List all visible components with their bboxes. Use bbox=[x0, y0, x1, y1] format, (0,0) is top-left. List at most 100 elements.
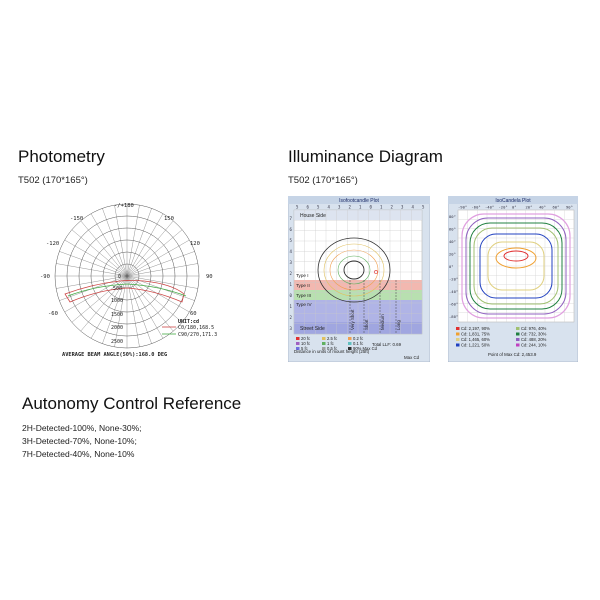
contour-30pct bbox=[469, 222, 563, 310]
legend-swatch bbox=[516, 338, 520, 341]
angle-label-n90: -90 bbox=[40, 274, 50, 280]
legend-label: 0.1 fc bbox=[353, 341, 363, 346]
radial-label-2000: 2000 bbox=[111, 325, 123, 331]
legend-swatch bbox=[296, 342, 300, 345]
isocandela-title: IsoCandela Plot bbox=[495, 198, 531, 204]
top-tick-label: -60° bbox=[472, 205, 481, 210]
top-tick-label: 90° bbox=[566, 205, 573, 210]
polar-spoke bbox=[71, 229, 128, 277]
autonomy-line-1: 2H-Detected-100%, None-30%; bbox=[22, 423, 142, 433]
autonomy-line-3: 7H-Detected-40%, None-10% bbox=[22, 449, 135, 459]
radial-label-500: 500 bbox=[113, 286, 122, 292]
legend-swatch bbox=[516, 327, 520, 330]
house-side-label: House Side bbox=[300, 213, 326, 219]
very-short-label: Very Short bbox=[350, 309, 355, 330]
top-tick-label: 4 bbox=[412, 205, 415, 210]
polar-spoke bbox=[126, 251, 195, 277]
left-tick-label: 60° bbox=[449, 227, 456, 232]
angle-label-90: 90 bbox=[206, 274, 213, 280]
distance-label: Distance in units of mount height (25ft) bbox=[294, 349, 370, 354]
contour-20pct bbox=[465, 217, 567, 315]
point-max-label: Point of Max Cd: 2,453.9 bbox=[488, 352, 537, 357]
contour-inner bbox=[343, 260, 365, 280]
top-tick-label: -40° bbox=[485, 205, 494, 210]
top-tick-label: 4 bbox=[328, 205, 331, 210]
legend-swatch bbox=[296, 347, 300, 350]
left-tick-label: 20° bbox=[449, 252, 456, 257]
legend-label: 5 fc bbox=[301, 346, 308, 351]
polar-spoke bbox=[56, 263, 128, 277]
top-tick-label: 5 bbox=[422, 205, 425, 210]
legend-swatch bbox=[348, 347, 352, 350]
c0-legend-label: C0/180,168.5 bbox=[178, 325, 214, 331]
top-tick-label: 3 bbox=[401, 205, 404, 210]
left-tick-label: 1 bbox=[290, 304, 293, 309]
photometry-subtitle: T502 (170*165°) bbox=[18, 175, 88, 186]
top-tick-label: 5 bbox=[296, 205, 299, 210]
legend-label: 20 fc bbox=[301, 336, 310, 341]
legend-label: 0.5 fc bbox=[327, 346, 337, 351]
isofoot-title: Isofootcandle Plot bbox=[339, 198, 379, 204]
polar-spoke bbox=[126, 263, 198, 277]
top-tick-label: 40° bbox=[539, 205, 546, 210]
left-tick-label: 3 bbox=[290, 326, 293, 331]
type2-label: Type II bbox=[296, 283, 310, 288]
top-tick-label: 2 bbox=[349, 205, 352, 210]
legend-swatch bbox=[348, 337, 352, 340]
contour-2-5fc bbox=[323, 243, 385, 297]
legend-swatch bbox=[456, 327, 460, 330]
radial-label-0: 0 bbox=[118, 274, 121, 280]
type3-label: Type III bbox=[296, 293, 311, 298]
left-tick-label: -60° bbox=[449, 302, 458, 307]
legend-label: Cd: 488, 20% bbox=[521, 337, 547, 342]
left-tick-label: 5 bbox=[290, 238, 293, 243]
polar-spoke bbox=[126, 275, 198, 289]
legend-label: 10 fc bbox=[301, 341, 310, 346]
polar-spoke bbox=[102, 208, 128, 277]
contour-75pct bbox=[495, 247, 537, 269]
polar-spoke bbox=[126, 275, 183, 323]
contour-50pct bbox=[479, 233, 553, 299]
legend-swatch bbox=[456, 338, 460, 341]
angle-label-n120: -120 bbox=[46, 241, 59, 247]
polar-spoke bbox=[126, 205, 140, 277]
polar-spoke bbox=[90, 213, 128, 277]
illuminance-title: Illuminance Diagram bbox=[288, 147, 443, 166]
c0-distribution-curve bbox=[64, 280, 185, 303]
isofoot-grid bbox=[293, 209, 423, 335]
polar-spoke bbox=[126, 275, 174, 332]
long-label: Long bbox=[396, 320, 401, 330]
legend-swatch bbox=[296, 337, 300, 340]
top-tick-label: 60° bbox=[553, 205, 560, 210]
left-tick-label: -80° bbox=[449, 314, 458, 319]
left-tick-label: 2 bbox=[290, 315, 293, 320]
medium-label: Medium bbox=[380, 314, 385, 330]
legend-label: Cd: 976, 40% bbox=[521, 326, 547, 331]
contour-90-max bbox=[317, 237, 391, 303]
legend-label: Cd: 1,465, 60% bbox=[461, 337, 490, 342]
street-side-label: Street Side bbox=[300, 326, 325, 332]
top-tick-label: 0 bbox=[370, 205, 373, 210]
polar-spoke bbox=[126, 275, 164, 339]
polar-spoke bbox=[126, 208, 152, 277]
isocandela-plot: IsoCandela Plot -90°-60°-40°-20°0°20°40°… bbox=[448, 196, 578, 362]
angle-label-150: 150 bbox=[164, 216, 174, 222]
polar-spoke bbox=[126, 220, 174, 277]
illuminance-subtitle: T502 (170*165°) bbox=[288, 175, 358, 186]
polar-spoke bbox=[126, 275, 152, 344]
unit-label: UNIT:cd bbox=[178, 319, 199, 325]
legend-label: 2.5 fc bbox=[327, 336, 337, 341]
polar-spoke bbox=[126, 239, 190, 277]
contour-0-2fc bbox=[329, 249, 379, 291]
polar-spoke bbox=[59, 251, 128, 277]
legend-swatch bbox=[516, 332, 520, 336]
legend-label: 1 fc bbox=[327, 341, 334, 346]
top-tick-label: 1 bbox=[380, 205, 383, 210]
isocandela-legend: Cd: 2,197, 90%Cd: 1,831, 75%Cd: 1,465, 6… bbox=[456, 326, 547, 348]
max-cd-marker bbox=[374, 270, 378, 274]
legend-label: 0.2 fc bbox=[353, 336, 363, 341]
contour-60pct bbox=[487, 241, 545, 291]
legend-swatch bbox=[322, 342, 326, 345]
autonomy-title: Autonomy Control Reference bbox=[22, 394, 242, 413]
left-tick-label: 40° bbox=[449, 239, 456, 244]
